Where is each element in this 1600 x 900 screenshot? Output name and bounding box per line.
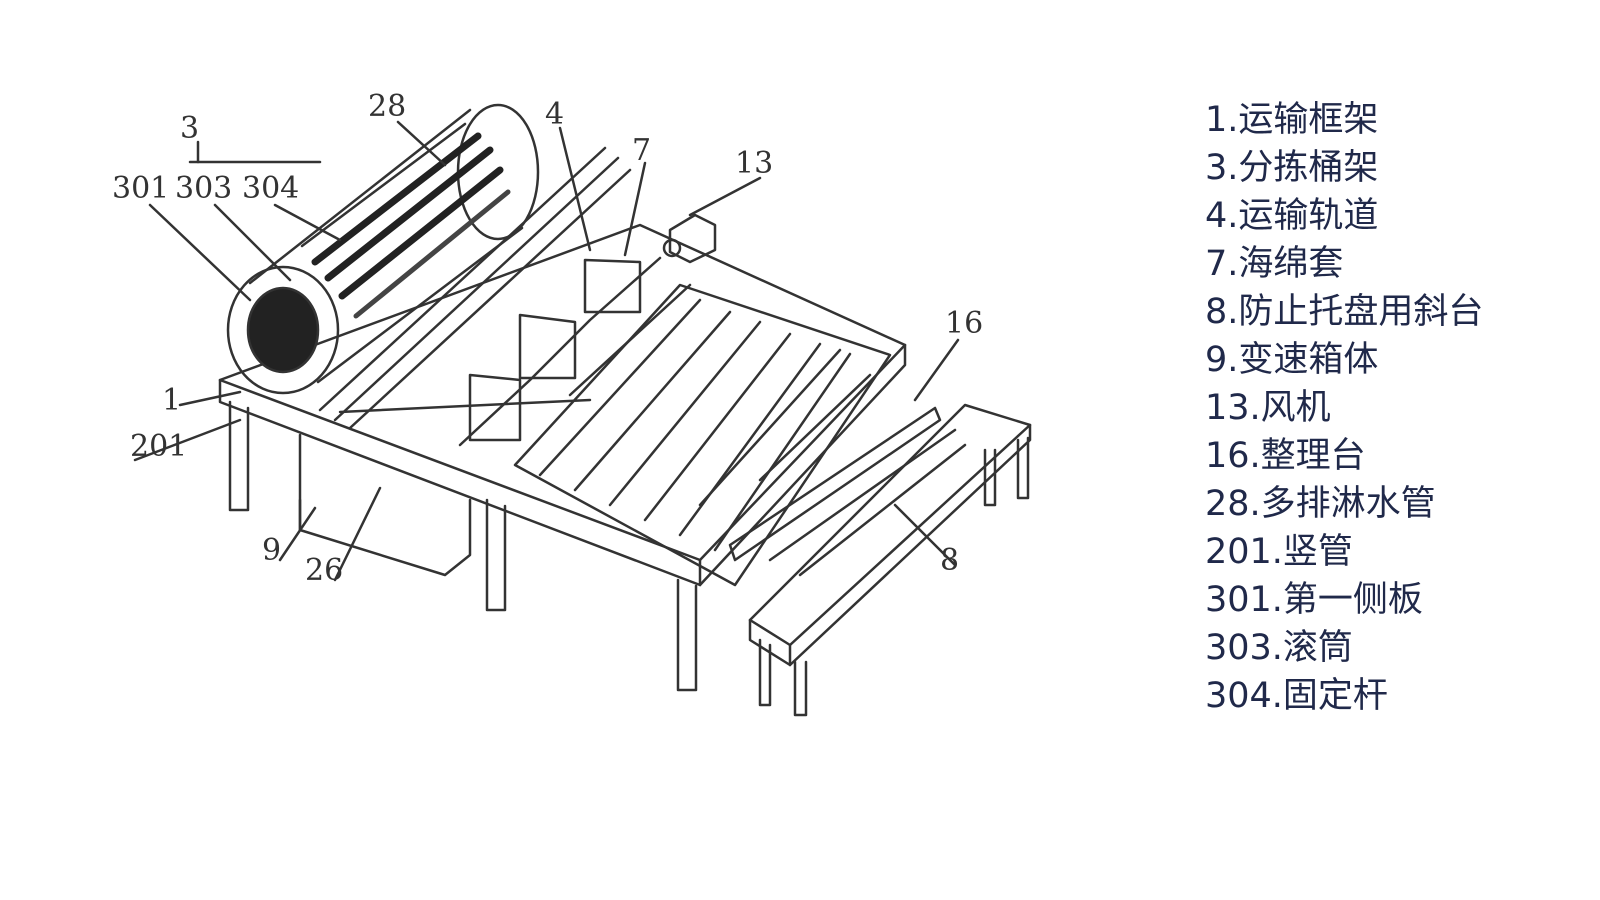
legend-item: 201.竖管 xyxy=(1205,532,1353,572)
slope-leg-3 xyxy=(983,448,997,507)
spray-pipe-2 xyxy=(324,146,494,282)
drum-top-edge xyxy=(248,108,472,285)
legend-item: 16.整理台 xyxy=(1205,436,1366,476)
legend-item: 9.变速箱体 xyxy=(1205,340,1379,380)
roller-b xyxy=(518,313,577,380)
legend-item: 28.多排淋水管 xyxy=(1205,484,1436,524)
frame-leg-3 xyxy=(676,578,698,692)
callout-26: 26 xyxy=(305,553,343,588)
legend-item: 303.滚筒 xyxy=(1205,628,1353,668)
roller-c xyxy=(583,258,642,314)
legend-item: 7.海绵套 xyxy=(1205,244,1344,284)
sorting-table xyxy=(728,406,942,562)
tray-rack xyxy=(513,283,892,587)
slope-leg-4 xyxy=(1016,436,1030,500)
gearbox xyxy=(298,433,472,577)
drum-bottom-edge xyxy=(316,226,524,384)
spray-pipe-3 xyxy=(338,166,504,300)
slope-leg-1 xyxy=(758,638,772,707)
drum-end-front xyxy=(226,265,340,395)
rail-2 xyxy=(333,156,620,422)
frame-leg-2 xyxy=(485,498,507,612)
parts-legend: 1.运输框架 3.分拣桶架 4.运输轨道 7.海绵套 8.防止托盘用斜台 9.变… xyxy=(1205,96,1483,720)
legend-item: 8.防止托盘用斜台 xyxy=(1205,292,1484,332)
callout-301: 301 xyxy=(112,171,169,206)
slope-table xyxy=(748,403,1032,647)
frame-right xyxy=(698,343,907,587)
roller-a xyxy=(468,373,522,442)
callout-3: 3 xyxy=(180,111,199,146)
callout-16: 16 xyxy=(945,306,983,341)
legend-item: 304.固定杆 xyxy=(1205,676,1388,716)
legend-item: 4.运输轨道 xyxy=(1205,196,1379,236)
frame-leg-1 xyxy=(228,400,250,512)
rail-3 xyxy=(348,168,632,430)
legend-item: 301.第一侧板 xyxy=(1205,580,1423,620)
callout-8: 8 xyxy=(940,543,959,578)
callout-4: 4 xyxy=(545,97,564,132)
callout-9: 9 xyxy=(262,533,281,568)
callout-28: 28 xyxy=(368,89,406,124)
callout-7: 7 xyxy=(632,133,651,168)
fan xyxy=(668,213,717,264)
slope-leg-2 xyxy=(793,660,808,717)
callout-303: 303 xyxy=(175,171,232,206)
callout-201: 201 xyxy=(130,429,187,464)
legend-item: 1.运输框架 xyxy=(1205,100,1379,140)
frame-front xyxy=(218,378,702,587)
spray-pipe-1 xyxy=(311,132,482,266)
legend-item: 13.风机 xyxy=(1205,388,1331,428)
rail-1 xyxy=(318,146,607,412)
callout-13: 13 xyxy=(735,146,773,181)
callout-304: 304 xyxy=(242,171,299,206)
drum-core xyxy=(246,286,320,374)
callout-1: 1 xyxy=(162,383,181,418)
legend-item: 3.分拣桶架 xyxy=(1205,148,1379,188)
